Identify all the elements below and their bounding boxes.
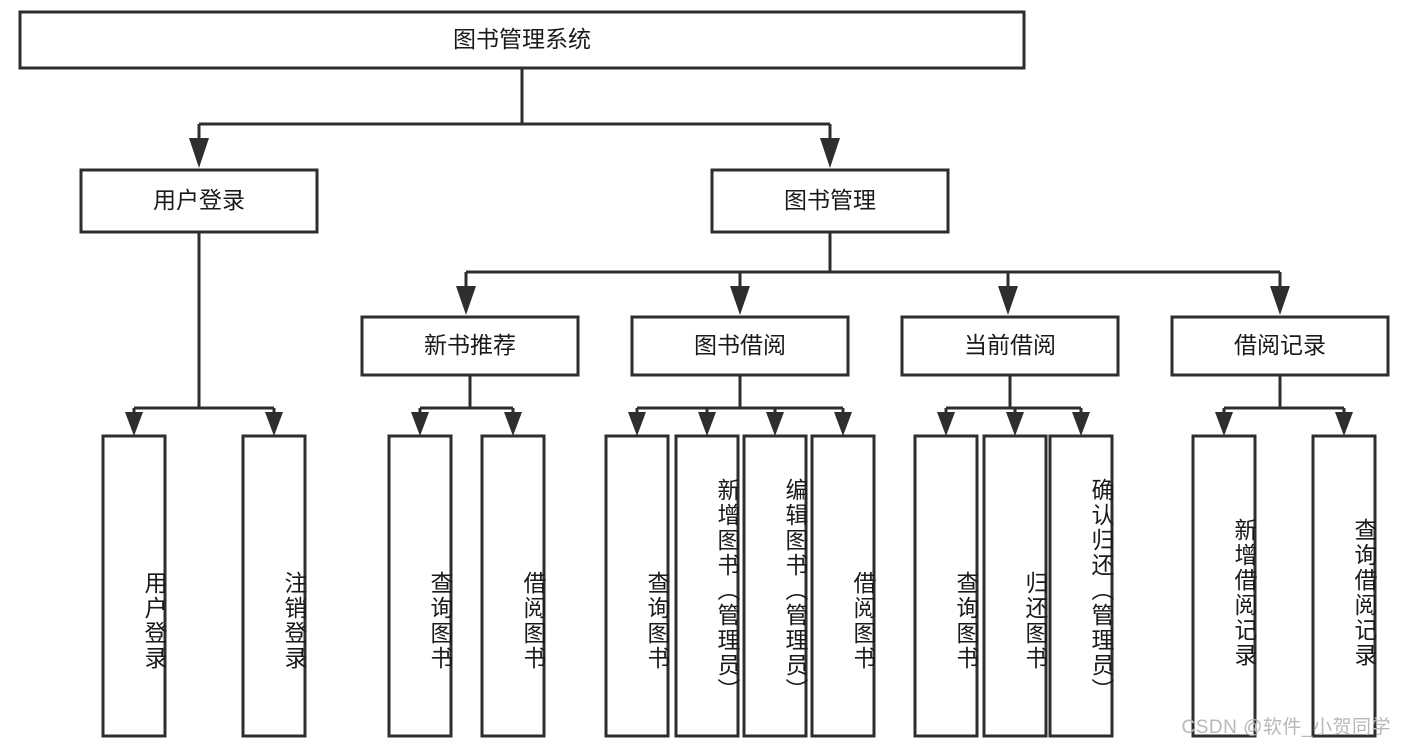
leaf-query-book-1-box[interactable]: [387, 434, 453, 738]
node-book-management[interactable]: 图书管理: [710, 168, 950, 234]
arrow-head-leaf-query-book-2: [628, 412, 646, 436]
node-new-book-recommend[interactable]: 新书推荐: [360, 315, 580, 377]
arrow-head-leaf-borrow-book-2: [834, 412, 852, 436]
node-book-management-label: 图书管理: [784, 187, 876, 213]
leaf-logout-box[interactable]: [241, 434, 307, 738]
node-root-box[interactable]: [18, 10, 1026, 70]
node-current-borrow[interactable]: 当前借阅: [900, 315, 1120, 377]
leaf-boxes: [101, 434, 1377, 738]
node-book-borrow[interactable]: 图书借阅: [630, 315, 850, 377]
node-root[interactable]: 图书管理系统: [18, 10, 1026, 70]
arrow-head-leaf-query-record: [1335, 412, 1353, 436]
node-book-borrow-box[interactable]: [630, 315, 850, 377]
connectors-borrowrecord-to-leaves: [1215, 375, 1353, 436]
leaf-borrow-book-2-box[interactable]: [810, 434, 876, 738]
node-book-management-box[interactable]: [710, 168, 950, 234]
leaf-edit-book-box[interactable]: [742, 434, 808, 738]
arrow-head-leaf-query-book-1: [411, 412, 429, 436]
node-borrow-record[interactable]: 借阅记录: [1170, 315, 1390, 377]
arrow-head-user-login: [189, 138, 209, 168]
connectors-currentborrow-to-leaves: [937, 375, 1090, 436]
connectors-userlogin-to-leaves: [125, 232, 283, 436]
arrow-head-leaf-add-record: [1215, 412, 1233, 436]
node-current-borrow-label: 当前借阅: [964, 332, 1056, 358]
leaf-query-book-2-box[interactable]: [604, 434, 670, 738]
node-book-borrow-label: 图书借阅: [694, 332, 786, 358]
leaf-user-login-box[interactable]: [101, 434, 167, 738]
connectors-newbook-to-leaves: [411, 375, 522, 436]
csdn-watermark: CSDN @软件_小贺同学: [1181, 717, 1391, 738]
node-user-login[interactable]: 用户登录: [79, 168, 319, 234]
connectors-root-to-level2: [189, 68, 840, 168]
node-borrow-record-label: 借阅记录: [1234, 332, 1326, 358]
arrow-head-new-book: [456, 286, 476, 315]
node-new-book-recommend-label: 新书推荐: [424, 332, 516, 358]
arrow-head-leaf-logout: [265, 412, 283, 436]
arrow-head-leaf-confirm-return: [1072, 412, 1090, 436]
arrow-head-borrow-record: [1270, 286, 1290, 315]
node-borrow-record-box[interactable]: [1170, 315, 1390, 377]
node-new-book-recommend-box[interactable]: [360, 315, 580, 377]
arrow-head-leaf-borrow-book-1: [504, 412, 522, 436]
leaf-query-book-3-box[interactable]: [913, 434, 979, 738]
node-user-login-label: 用户登录: [153, 187, 245, 213]
arrow-head-leaf-query-book-3: [937, 412, 955, 436]
leaf-confirm-return-box[interactable]: [1048, 434, 1114, 738]
leaf-borrow-book-1-box[interactable]: [480, 434, 546, 738]
leaf-add-record-box[interactable]: [1191, 434, 1257, 738]
leaf-add-book-box[interactable]: [674, 434, 740, 738]
arrow-head-leaf-user-login: [125, 412, 143, 436]
arrow-head-book-borrow: [730, 286, 750, 315]
node-root-label: 图书管理系统: [453, 26, 591, 52]
connectors-bookmgmt-to-level3: [456, 232, 1290, 315]
arrow-head-current-borrow: [998, 286, 1018, 315]
node-user-login-box[interactable]: [79, 168, 319, 234]
arrow-head-leaf-edit-book: [766, 412, 784, 436]
leaf-query-record-box[interactable]: [1311, 434, 1377, 738]
arrow-head-book-management: [820, 138, 840, 168]
leaf-return-book-box[interactable]: [982, 434, 1048, 738]
arrow-head-leaf-return-book: [1006, 412, 1024, 436]
connectors-bookborrow-to-leaves: [628, 375, 852, 436]
arrow-head-leaf-add-book: [698, 412, 716, 436]
node-current-borrow-box[interactable]: [900, 315, 1120, 377]
